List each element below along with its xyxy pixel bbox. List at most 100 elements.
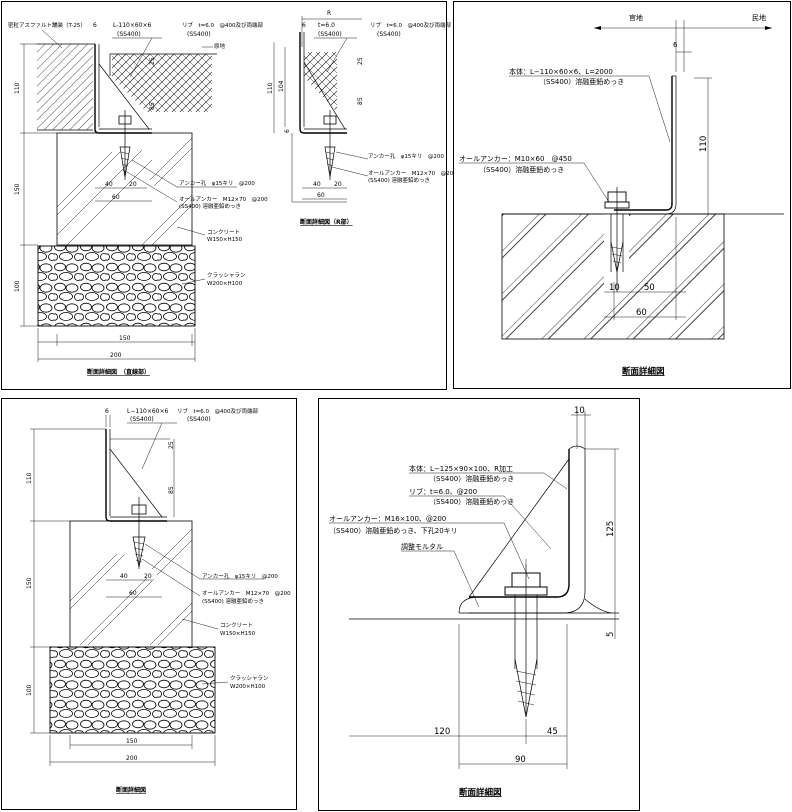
dim-100: 100 (14, 280, 21, 292)
rib-plate (109, 448, 163, 518)
label-r-rib: リブ t=6.0 @400及び両端部 (370, 21, 452, 29)
concrete-block (69, 520, 193, 648)
label-r-all-anchor-mat: (SS400) 溶融亜鉛めっき (368, 176, 430, 184)
crusher-run (49, 646, 216, 734)
label-r-all-anchor: オールアンカー M12×70 @200 (368, 170, 457, 177)
label-all-anchor: オールアンカー M12×70 @200 (179, 196, 268, 203)
dim-20: 20 (144, 573, 152, 580)
label-anchor-hole: アンカー孔 φ15キリ @200 (179, 179, 255, 187)
panel-section-4: 10 125 5 120 45 90 本体：L−125×90×100、R加工 （… (318, 398, 640, 811)
label-rib-mat: (SS400) (187, 416, 211, 423)
label-rib: リブ：t=6.0、@200 (409, 487, 477, 496)
dim-60: 60 (636, 308, 647, 318)
label-r-t-mat: (SS400) (318, 31, 342, 38)
label-concrete-size: W150×H150 (220, 631, 256, 637)
dim-w150: 150 (119, 335, 131, 342)
dim-r-85: 85 (357, 97, 364, 105)
label-crusher-size: W200×H100 (207, 281, 243, 287)
dim-125: 125 (606, 521, 616, 537)
label-r-rib-mat: (SS400) (377, 31, 401, 38)
mortar (458, 596, 509, 614)
dim-85: 85 (168, 486, 175, 494)
crusher-run (37, 245, 196, 327)
dim-r-6: 6 (302, 22, 306, 29)
label-angle: L-110×60×6 (113, 22, 152, 29)
dim-r-25: 25 (357, 57, 364, 65)
dim-r-104: 104 (278, 80, 285, 92)
label-concrete: コンクリート (207, 229, 240, 236)
label-kanchi: 官地 (629, 13, 643, 22)
label-rib: リブ t=6.0 @400及び両端部 (182, 21, 264, 29)
dim-r-20: 20 (334, 181, 342, 188)
ground-hatch (112, 54, 212, 112)
rib-plate (98, 63, 150, 130)
dim-50: 50 (644, 283, 655, 293)
dim-110: 110 (26, 472, 33, 484)
label-body: 本体：L−125×90×100、R加工 (409, 464, 513, 473)
concrete-block (56, 132, 193, 246)
label-anchor: オールアンカー：M10×60 @450 (459, 155, 572, 163)
dim-60: 60 (112, 194, 120, 201)
dim-120: 120 (434, 727, 450, 737)
panel-section-2: 官地 民地 6 110 10 50 60 本体：L−110×60×6、L=200… (453, 1, 791, 389)
label-body: 本体：L−110×60×6、L=2000 (509, 67, 613, 76)
drawing-section-2: 官地 民地 6 110 10 50 60 本体：L−110×60×6、L=200… (459, 13, 784, 377)
label-angle-mat: (SS400) (130, 416, 154, 423)
label-all-anchor-mat: (SS400) 溶融亜鉛めっき (202, 597, 264, 605)
label-mortar: 調整モルタル (401, 542, 443, 551)
dim-r-40: 40 (313, 181, 321, 188)
dim-100: 100 (26, 684, 33, 696)
label-r-anchor-hole: アンカー孔 φ15キリ @200 (368, 152, 444, 160)
dim-110: 110 (14, 82, 21, 94)
dim-25: 25 (149, 57, 156, 65)
dim-40: 40 (105, 181, 113, 188)
label-all-anchor-mat: (SS400) 溶融亜鉛めっき (179, 202, 241, 210)
dim-6: 6 (93, 22, 97, 29)
label-crusher: クラッシャラン (207, 272, 246, 279)
dim-10: 10 (574, 406, 585, 416)
dim-r-6b: 6 (284, 129, 291, 133)
dim-60: 60 (129, 590, 137, 597)
dim-6: 6 (673, 41, 678, 49)
label-rib-mat: (SS400) (187, 31, 211, 38)
title-section-3: 断面詳細図 (116, 786, 146, 794)
dim-6: 6 (105, 408, 109, 415)
dim-90: 90 (515, 755, 526, 765)
title-section-straight: 断面詳細図 （直線部） (87, 368, 150, 376)
label-body-mat: （SS400）溶融亜鉛めっき (539, 77, 624, 86)
label-anchor-hole: アンカー孔 φ15キリ @200 (202, 572, 278, 580)
label-rib: リブ t=6.0 @400及び両端部 (177, 407, 259, 415)
angle-steel (614, 76, 673, 211)
label-rib-mat: （SS400）溶融亜鉛めっき (429, 497, 514, 506)
label-anchor-mat: （SS400）溶融亜鉛めっき、下孔20キリ (329, 526, 458, 535)
dim-150: 150 (14, 183, 21, 195)
label-ground: 原地 (214, 42, 226, 50)
label-r-t: t=6.0 (318, 22, 335, 29)
dim-5: 5 (606, 632, 616, 637)
label-crusher: クラッシャラン (230, 675, 269, 682)
label-angle-mat: (SS400) (117, 31, 141, 38)
title-section-2: 断面詳細図 (622, 366, 665, 377)
dim-r-60: 60 (317, 192, 325, 199)
label-anchor: オールアンカー：M16×100、@200 (329, 515, 446, 523)
label-crusher-size: W200×H100 (230, 684, 266, 690)
title-section-4: 断面詳細図 (459, 787, 502, 798)
panel-section-straight: 110 150 100 密粒アスファルト舗装（T-25） 6 L-110×60×… (1, 1, 457, 390)
label-all-anchor: オールアンカー M12×70 @200 (202, 590, 291, 597)
label-body-mat: （SS400）溶融亜鉛めっき (429, 474, 514, 483)
label-concrete: コンクリート (220, 622, 253, 629)
label-concrete-size: W150×H150 (207, 237, 243, 243)
dim-25: 25 (168, 441, 175, 449)
asphalt-hatch (37, 44, 93, 130)
drawing-section-straight: 110 150 100 密粒アスファルト舗装（T-25） 6 L-110×60×… (8, 10, 457, 376)
dim-w150: 150 (126, 738, 138, 745)
dim-r: R (327, 10, 331, 17)
title-section-r: 断面詳細図（R部） (300, 218, 353, 226)
dim-150: 150 (26, 577, 33, 589)
dim-85: 85 (149, 102, 156, 110)
dim-20: 20 (129, 181, 137, 188)
dim-110: 110 (699, 136, 709, 152)
drawing-section-r: R 6 t=6.0 (SS400) リブ t=6.0 @400及び両端部 (SS… (267, 10, 457, 226)
dim-r-110: 110 (267, 82, 274, 94)
drawing-section-3: 110 150 100 6 L−110×60×6 (SS400) リブ t=6.… (26, 407, 291, 794)
